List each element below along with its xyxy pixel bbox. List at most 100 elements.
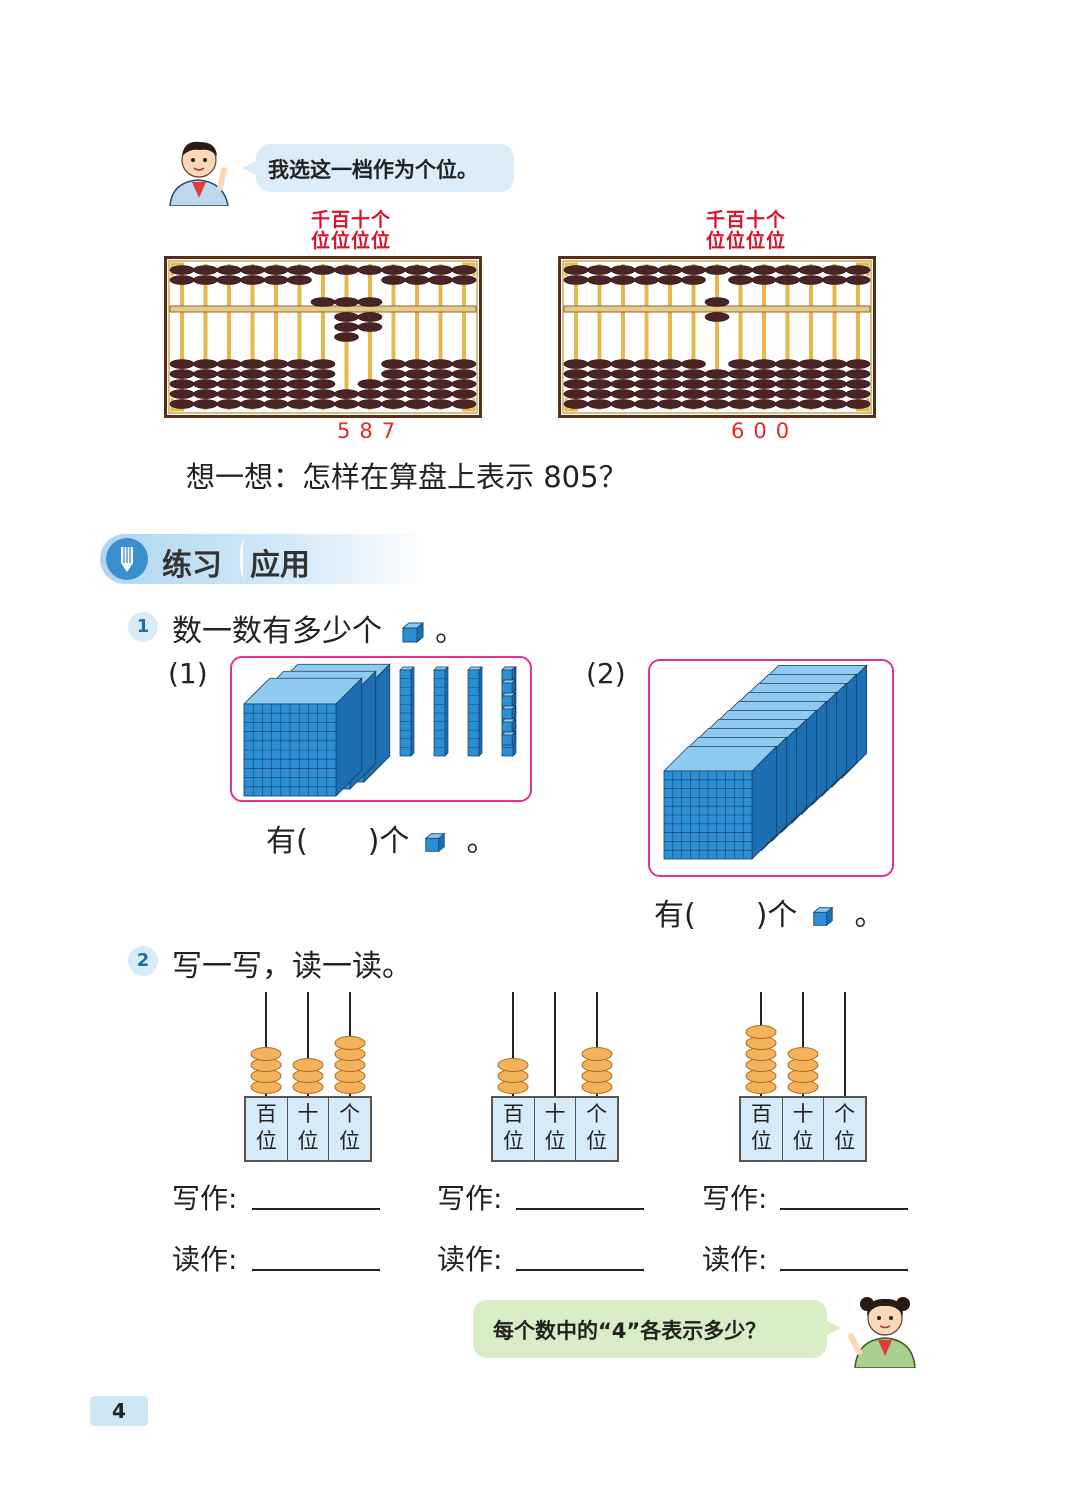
abacus-bead bbox=[728, 359, 753, 369]
abacus-bead bbox=[357, 322, 383, 332]
abacus-bead bbox=[169, 275, 195, 285]
abacus-bead bbox=[634, 369, 659, 379]
abacus-rod bbox=[462, 264, 466, 410]
abacus-bead bbox=[587, 379, 612, 389]
boy-speech-bubble: 我选这一档作为个位。 bbox=[242, 144, 514, 192]
abacus-bead bbox=[240, 369, 265, 379]
abacus-bead bbox=[451, 389, 477, 399]
abacus-bead bbox=[404, 275, 430, 285]
abacus-bead bbox=[310, 389, 336, 399]
abacus-bead bbox=[775, 275, 800, 285]
abacus-rod bbox=[391, 264, 396, 410]
question-2-text: 写一写，读一读。 bbox=[172, 949, 412, 984]
abacus-bead bbox=[845, 359, 871, 369]
abacus-rod bbox=[227, 264, 231, 410]
cube-icon bbox=[424, 832, 446, 852]
abacus-bead bbox=[610, 275, 636, 285]
abacus-bead bbox=[193, 359, 218, 369]
abacus-bead bbox=[451, 275, 477, 285]
abacus-bead bbox=[657, 379, 683, 389]
abacus-inner-frame bbox=[168, 260, 478, 414]
abacus-bead bbox=[404, 379, 430, 389]
write-blank-1[interactable] bbox=[252, 1208, 380, 1210]
abacus-rod bbox=[368, 264, 372, 410]
place-cell-ones: 个位 bbox=[329, 1098, 370, 1160]
read-label-3: 读作: bbox=[702, 1243, 768, 1276]
abacus-bead bbox=[751, 399, 777, 409]
place-value-box: 百位十位个位 bbox=[739, 1096, 867, 1162]
abacus-bead bbox=[798, 275, 824, 285]
place-cell-ones: 个位 bbox=[576, 1098, 617, 1160]
section-label-application: 应用 bbox=[250, 548, 310, 583]
abacus-bead bbox=[775, 389, 800, 399]
place-cell-char: 位 bbox=[834, 1129, 856, 1153]
abacus-bead bbox=[169, 369, 195, 379]
abacus-rod bbox=[274, 264, 278, 410]
abacus-right bbox=[558, 256, 876, 418]
blocks-part-2 bbox=[663, 664, 868, 860]
abacus-bead bbox=[822, 369, 847, 379]
abacus-bead bbox=[563, 389, 589, 399]
abacus-bead bbox=[263, 379, 289, 389]
abacus-bead bbox=[563, 265, 589, 275]
abacus-bead bbox=[845, 369, 871, 379]
abacus-bead bbox=[751, 389, 777, 399]
place-cell-char: 位 bbox=[339, 1129, 361, 1153]
abacus-bead bbox=[216, 359, 242, 369]
abacus-bead bbox=[357, 379, 383, 389]
counting-frame-svg bbox=[497, 992, 613, 1096]
abacus-bead bbox=[681, 369, 706, 379]
abacus-bead bbox=[822, 275, 847, 285]
abacus-inner-frame bbox=[562, 260, 872, 414]
boy-illustration bbox=[162, 138, 237, 207]
abacus-bead bbox=[451, 399, 477, 409]
abacus-bead bbox=[428, 389, 453, 399]
write-blank-2[interactable] bbox=[516, 1208, 644, 1210]
abacus-left bbox=[164, 256, 482, 418]
unit-cube bbox=[501, 669, 513, 681]
abacus-bead bbox=[381, 399, 406, 409]
read-blank-2[interactable] bbox=[516, 1269, 644, 1271]
abacus-bead bbox=[845, 265, 871, 275]
abacus-rod bbox=[597, 264, 602, 410]
girl-illustration bbox=[845, 1290, 925, 1369]
section-header: 练习 应用 bbox=[100, 534, 430, 584]
place-cell-char: 百 bbox=[255, 1102, 277, 1126]
abacus-bead bbox=[310, 399, 336, 409]
abacus-bead bbox=[822, 379, 847, 389]
abacus-bead bbox=[822, 399, 847, 409]
abacus-bead bbox=[775, 265, 800, 275]
part-1-label: (1) bbox=[168, 657, 208, 690]
abacus-bead bbox=[610, 399, 636, 409]
abacus-rod bbox=[715, 264, 719, 410]
abacus-bead bbox=[845, 275, 871, 285]
abacus-bead bbox=[751, 265, 777, 275]
place-cell-char: 百 bbox=[502, 1102, 524, 1126]
abacus-bead bbox=[334, 322, 359, 332]
unit-cube bbox=[501, 721, 513, 733]
abacus-bead bbox=[428, 359, 453, 369]
read-blank-3[interactable] bbox=[780, 1269, 908, 1271]
unit-cube bbox=[501, 695, 513, 707]
abacus-bead bbox=[240, 379, 265, 389]
abacus-rod bbox=[203, 264, 208, 410]
place-cell-hundreds: 百位 bbox=[741, 1098, 783, 1160]
part-2-answer: 有()个 。 bbox=[654, 898, 885, 933]
abacus-bead bbox=[751, 379, 777, 389]
abacus-bead bbox=[610, 369, 636, 379]
write-blank-3[interactable] bbox=[780, 1208, 908, 1210]
abacus-bead bbox=[657, 359, 683, 369]
counting-frame-svg bbox=[745, 992, 846, 1096]
abacus-rod bbox=[668, 264, 672, 410]
abacus-bead bbox=[728, 389, 753, 399]
place-cell-char: 十 bbox=[792, 1102, 814, 1126]
abacus-bead bbox=[587, 389, 612, 399]
unit-cube bbox=[501, 682, 513, 694]
abacus-bead bbox=[587, 359, 612, 369]
read-blank-1[interactable] bbox=[252, 1269, 380, 1271]
abacus-bead bbox=[822, 359, 847, 369]
abacus-bead bbox=[287, 275, 312, 285]
abacus-bead bbox=[451, 359, 477, 369]
abacus-bead bbox=[287, 379, 312, 389]
counting-frame-svg bbox=[250, 992, 366, 1096]
